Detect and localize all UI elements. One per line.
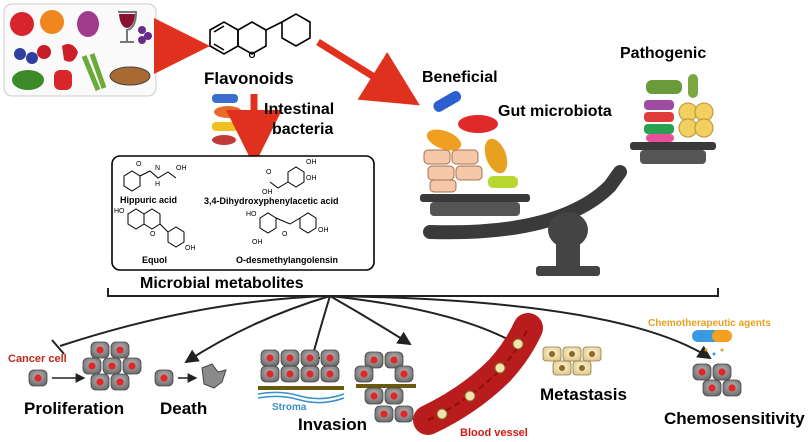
apple-icon bbox=[10, 12, 34, 36]
beneficial-bacteria bbox=[423, 91, 518, 193]
odma-oh-atom-1: OH bbox=[252, 239, 263, 246]
odma-ho-atom: HO bbox=[246, 211, 257, 218]
capsule-icon bbox=[692, 330, 732, 356]
gut-microbiota-label: Gut microbiota bbox=[498, 103, 612, 120]
pathogenic-bacteria bbox=[644, 74, 714, 142]
arrow-flavonoids-to-microbiota bbox=[316, 39, 420, 106]
metabolite-odma: O-desmethylangolensin bbox=[236, 255, 338, 265]
orange-icon bbox=[40, 10, 64, 34]
metastasis-label: Metastasis bbox=[540, 385, 627, 404]
cherry-icon bbox=[37, 45, 51, 59]
chemosensitivity-cluster bbox=[692, 363, 742, 397]
chemo-agents-label: Chemotherapeutic agents bbox=[648, 318, 771, 329]
metabolite-hippuric-acid: Hippuric acid bbox=[120, 195, 177, 205]
proliferation-cluster bbox=[82, 341, 142, 391]
pepper-icon bbox=[54, 70, 72, 90]
dopac-oh-atom-1: OH bbox=[306, 159, 317, 166]
dopac-oh-atom-2: OH bbox=[306, 175, 317, 182]
cancer-cell-label: Cancer cell bbox=[8, 353, 67, 365]
equol-ho-atom: HO bbox=[114, 208, 125, 215]
metabolite-equol: Equol bbox=[142, 255, 167, 265]
food-sources-panel bbox=[3, 3, 157, 97]
death-label: Death bbox=[160, 399, 207, 418]
hippuric-n-atom: N bbox=[155, 165, 160, 172]
flavonoid-oxygen-label: O bbox=[248, 50, 255, 60]
hippuric-o-atom: O bbox=[136, 161, 142, 168]
intestinal-label-line2: bacteria bbox=[272, 121, 333, 138]
metastasis-cluster bbox=[542, 346, 602, 376]
invasion-label: Invasion bbox=[298, 415, 367, 434]
odma-o-atom: O bbox=[282, 231, 288, 238]
dopac-o-atom: O bbox=[266, 169, 272, 176]
beneficial-label: Beneficial bbox=[422, 69, 498, 86]
balance-scale bbox=[420, 142, 716, 276]
hippuric-oh-atom: OH bbox=[176, 165, 187, 172]
metabolites-box: O N H OH Hippuric acid OH OH OH O 3,4-Di… bbox=[111, 155, 375, 271]
chemosensitivity-label: Chemosensitivity bbox=[664, 409, 805, 428]
blood-vessel-label: Blood vessel bbox=[460, 427, 528, 439]
equol-oh-atom: OH bbox=[185, 245, 196, 252]
equol-o-atom: O bbox=[150, 231, 156, 238]
proliferation-label: Proliferation bbox=[24, 399, 124, 418]
tea-cup-icon bbox=[109, 66, 151, 86]
metabolite-dopac: 3,4-Dihydroxyphenylacetic acid bbox=[204, 196, 339, 206]
odma-oh-atom-2: OH bbox=[318, 227, 329, 234]
microbial-metabolites-label: Microbial metabolites bbox=[140, 275, 304, 292]
flavonoids-label: Flavonoids bbox=[204, 69, 294, 88]
invasion-cluster bbox=[257, 349, 416, 423]
pathogenic-label: Pathogenic bbox=[620, 45, 706, 62]
intestinal-bacteria-icons bbox=[212, 94, 242, 145]
flavonoid-structure bbox=[209, 13, 311, 55]
strawberry-icon bbox=[62, 44, 78, 62]
wine-glass-icon bbox=[118, 11, 138, 43]
effects-bracket bbox=[107, 288, 719, 297]
effect-branches bbox=[51, 295, 712, 364]
blood-vessel bbox=[413, 313, 543, 435]
hippuric-h-atom: H bbox=[155, 181, 160, 188]
stroma-label: Stroma bbox=[272, 402, 307, 413]
broccoli-icon bbox=[12, 70, 44, 90]
dying-cell bbox=[201, 363, 227, 389]
intestinal-label-line1: Intestinal bbox=[264, 101, 334, 118]
celery-icon bbox=[81, 53, 107, 91]
blueberry-icon bbox=[14, 48, 26, 60]
dopac-oh-atom-3: OH bbox=[262, 189, 273, 196]
fig-icon bbox=[77, 11, 99, 37]
